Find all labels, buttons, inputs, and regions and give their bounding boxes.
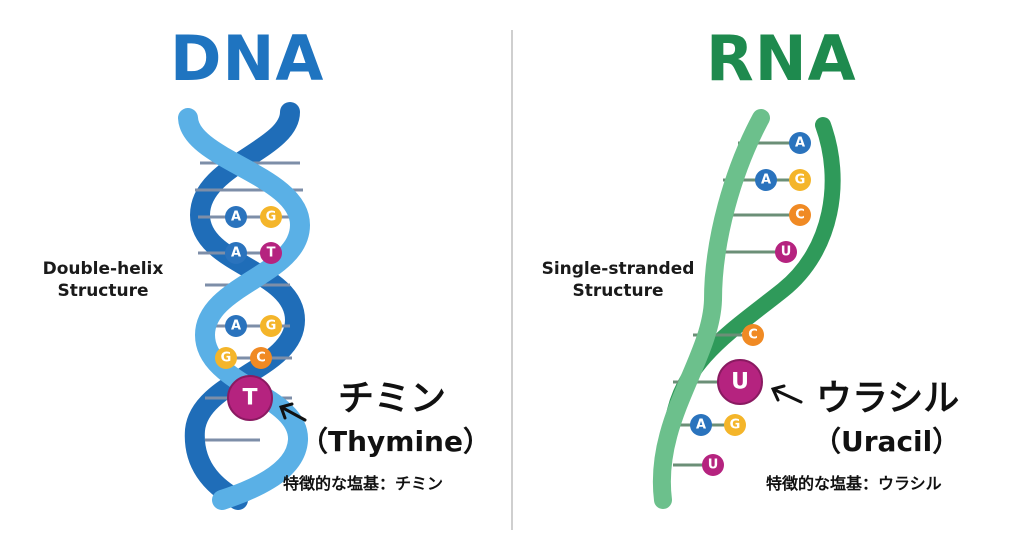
rna-base-circle [789, 169, 811, 191]
rna-strand-light [652, 109, 770, 509]
rna-structure-label: Single-stranded Structure [533, 258, 703, 302]
dna-pair-3: A G [225, 315, 282, 337]
dna-base-label: G [266, 319, 277, 334]
rna-base-circle [724, 414, 746, 436]
rna-base-5: C [742, 324, 764, 346]
dna-highlight-base: T [227, 375, 273, 421]
uracil-circle [717, 359, 763, 405]
dna-base-label: A [231, 319, 241, 334]
rna-strand-diagram: A A G C U C U A G [652, 109, 841, 509]
rna-base-circle [690, 414, 712, 436]
rna-base-name-en: （Uracil） [813, 425, 961, 458]
thymine-letter: T [242, 386, 257, 411]
rna-structure-line2: Structure [572, 281, 664, 302]
rna-base-circle [775, 241, 797, 263]
uracil-letter: U [731, 370, 749, 395]
rna-base-label: A [795, 136, 805, 151]
rna-base-label: U [708, 458, 719, 473]
dna-base-label: G [266, 210, 277, 225]
dna-structure-line2: Structure [57, 281, 149, 302]
dna-pointer-arrow [279, 402, 307, 422]
rna-base-name-jp: ウラシル [816, 378, 960, 419]
rna-base-label: G [730, 418, 741, 433]
thymine-circle [227, 375, 273, 421]
rna-base-9: U [702, 454, 724, 476]
dna-base-circle [225, 206, 247, 228]
dna-pair-4: G C [215, 347, 272, 369]
dna-base-name-en: （Thymine） [300, 425, 491, 458]
dna-base-name-jp: チミン [338, 378, 447, 419]
rna-base-label: A [696, 418, 706, 433]
rna-base-circle [702, 454, 724, 476]
dna-base-label: C [256, 351, 266, 366]
rna-caption: 特徴的な塩基：ウラシル [766, 474, 942, 493]
dna-pair-2: A T [225, 242, 282, 264]
rna-base-label: C [795, 208, 805, 223]
dna-panel: DNA Double-helix Structure A G [28, 22, 491, 510]
rna-base-label: C [748, 328, 758, 343]
rna-base-label: G [795, 173, 806, 188]
dna-caption: 特徴的な塩基：チミン [283, 474, 444, 493]
dna-base-label: A [231, 246, 241, 261]
dna-base-label: A [231, 210, 241, 225]
rna-base-7: A G [690, 414, 746, 436]
dna-base-circle [260, 315, 282, 337]
dna-base-circle [225, 242, 247, 264]
dna-helix-diagram: A G A T A G G C T [178, 102, 311, 510]
dna-base-label: G [221, 351, 232, 366]
dna-base-label: T [267, 246, 276, 261]
rna-base-circle [789, 132, 811, 154]
dna-pair-1: A G [225, 206, 282, 228]
dna-title: DNA [170, 22, 325, 95]
rna-base-3: C [789, 204, 811, 226]
rna-base-circle [789, 204, 811, 226]
rna-base-2: A G [755, 169, 811, 191]
rna-title: RNA [706, 22, 857, 95]
rna-base-label: U [781, 245, 792, 260]
dna-strand-dark [184, 102, 306, 510]
dna-base-circle [260, 206, 282, 228]
dna-base-circle [250, 347, 272, 369]
dna-base-circle [215, 347, 237, 369]
dna-base-circle [225, 315, 247, 337]
dna-strand-light [178, 108, 311, 510]
rna-highlight-base: U [717, 359, 763, 405]
rna-panel: RNA Single-stranded Structure A A [513, 0, 1024, 559]
rna-pointer-arrow [770, 384, 803, 404]
dna-structure-line1: Double-helix [42, 259, 164, 279]
rna-base-circle [742, 324, 764, 346]
dna-base-circle [260, 242, 282, 264]
rna-base-1: A [789, 132, 811, 154]
center-divider [511, 30, 513, 530]
dna-structure-label: Double-helix Structure [28, 258, 178, 302]
rna-structure-line1: Single-stranded [541, 259, 695, 279]
rna-base-circle [755, 169, 777, 191]
rna-base-label: A [761, 173, 771, 188]
rna-base-4: U [775, 241, 797, 263]
